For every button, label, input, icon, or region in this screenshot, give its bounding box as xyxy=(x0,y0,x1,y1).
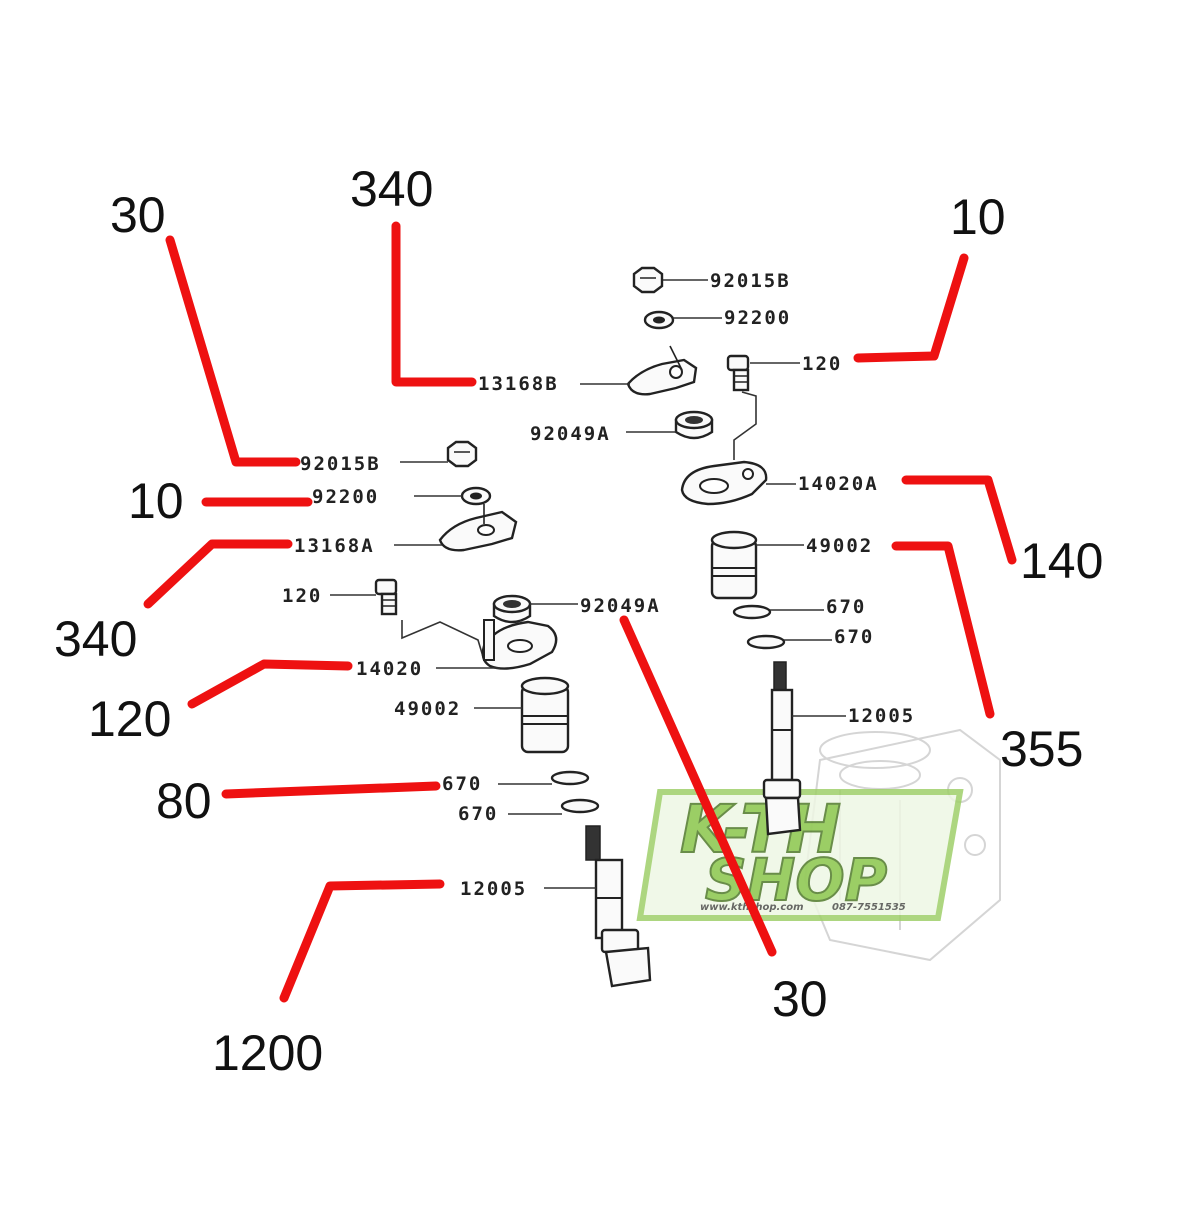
pn-oring-a1: 670 xyxy=(442,773,482,795)
price-roller-b: 355 xyxy=(1000,721,1083,777)
price-orings-a: 80 xyxy=(156,773,212,829)
nut-b-icon xyxy=(632,266,664,294)
cam-b-icon xyxy=(680,460,768,506)
price-lever-b: 340 xyxy=(350,161,433,217)
bolt-a-icon xyxy=(374,578,398,616)
marker-line-bolt-b xyxy=(853,253,969,363)
pn-shaft-a: 12005 xyxy=(460,878,527,900)
pn-washer-b: 92200 xyxy=(724,307,791,329)
price-labels: 30 340 10 10 140 340 355 120 80 30 1200 xyxy=(54,161,1103,1081)
price-spacer-a: 30 xyxy=(772,971,828,1027)
lever-a-icon xyxy=(438,504,518,552)
marker-line-spacer-a xyxy=(619,615,777,957)
washer-a-icon xyxy=(460,486,492,506)
marker-line-cam-b xyxy=(901,475,1017,565)
pn-nut-b: 92015B xyxy=(710,270,791,292)
pn-shaft-b: 12005 xyxy=(848,705,915,727)
marker-line-lever-b xyxy=(391,221,477,387)
pn-cam-a: 14020 xyxy=(356,658,423,680)
roller-a-icon xyxy=(520,676,570,754)
pn-lever-a: 13168A xyxy=(294,535,375,557)
pn-roller-a: 49002 xyxy=(394,698,461,720)
spacer-a-icon xyxy=(492,594,532,624)
pn-cam-b: 14020A xyxy=(798,473,879,495)
pn-oring-b1: 670 xyxy=(826,596,866,618)
nut-a-icon xyxy=(446,440,478,468)
price-cam-b: 140 xyxy=(1020,533,1103,589)
marker-line-lever-a xyxy=(143,539,293,609)
pn-oring-b2: 670 xyxy=(834,626,874,648)
price-nut-a: 30 xyxy=(110,187,166,243)
oring-a2-icon xyxy=(560,798,600,814)
pn-spacer-a: 92049A xyxy=(580,595,661,617)
pn-washer-a: 92200 xyxy=(312,486,379,508)
pn-bolt-b: 120 xyxy=(802,353,842,375)
oring-b2-icon xyxy=(746,634,786,650)
pn-lever-b: 13168B xyxy=(478,373,559,395)
pn-spacer-b: 92049A xyxy=(530,423,611,445)
oring-a1-icon xyxy=(550,770,590,786)
washer-b-icon xyxy=(643,310,675,330)
lever-b-icon xyxy=(626,345,698,396)
price-markers xyxy=(143,221,1017,1003)
price-lever-a: 340 xyxy=(54,611,137,667)
shaft-b-icon xyxy=(762,661,802,836)
price-washer-a: 10 xyxy=(128,473,184,529)
pn-roller-b: 49002 xyxy=(806,535,873,557)
marker-line-shaft-a xyxy=(279,879,445,1003)
marker-line-orings-a xyxy=(221,781,441,799)
price-bolt-b: 10 xyxy=(950,189,1006,245)
pn-oring-a2: 670 xyxy=(458,803,498,825)
watermark-logo: K-TH SHOP www.kthshop.com 087-7551535 xyxy=(636,789,964,921)
bolt-b-icon xyxy=(726,354,750,392)
price-cam-a: 120 xyxy=(88,691,171,747)
price-shaft-a: 1200 xyxy=(212,1025,323,1081)
spacer-b-icon xyxy=(674,410,714,440)
pn-nut-a: 92015B xyxy=(300,453,381,475)
oring-b1-icon xyxy=(732,604,772,620)
marker-line-cam-a xyxy=(187,659,353,709)
roller-b-icon xyxy=(710,530,758,600)
marker-line-nut-a xyxy=(165,235,301,467)
cam-a-icon xyxy=(481,619,558,670)
logo-phone: 087-7551535 xyxy=(832,902,906,913)
pn-bolt-a: 120 xyxy=(282,585,322,607)
marker-line-roller-b xyxy=(891,541,995,719)
shaft-a-icon xyxy=(585,825,652,988)
